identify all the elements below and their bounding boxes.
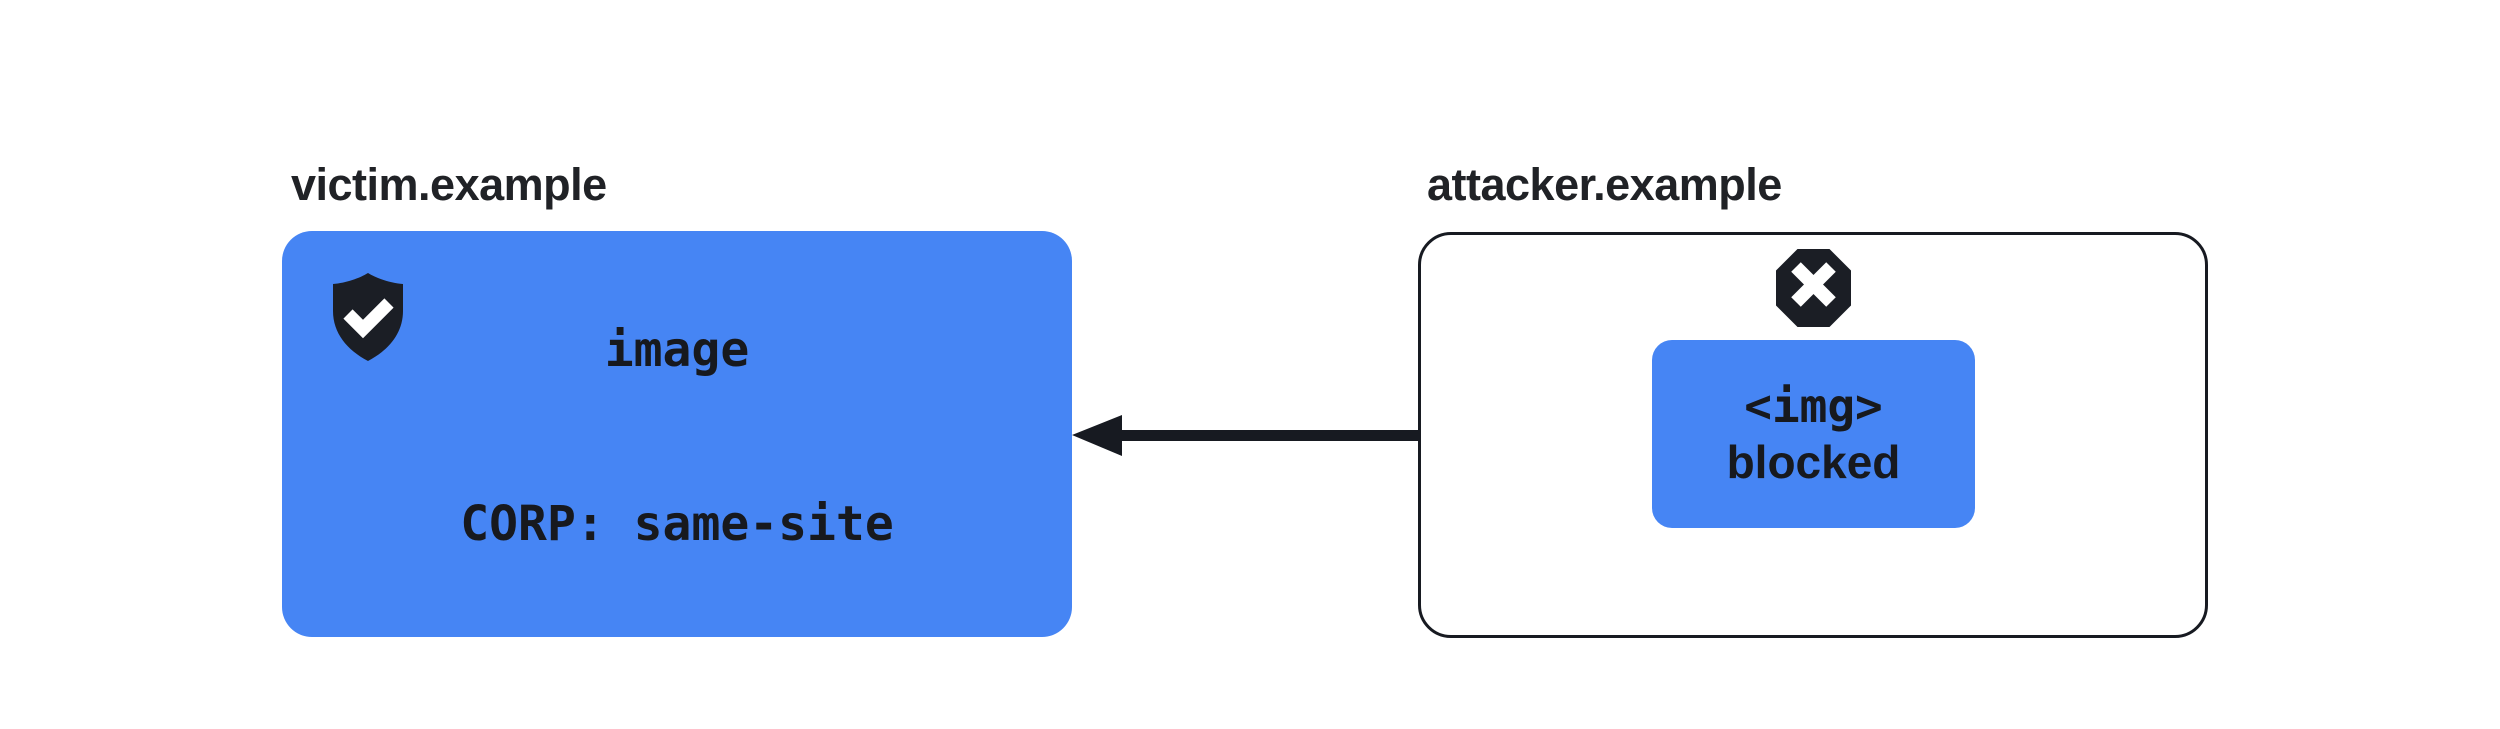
shield-check-icon: [333, 273, 403, 361]
corp-header-text: CORP: same-site: [460, 496, 894, 552]
victim-site-label: victim.example: [291, 159, 607, 210]
blocked-x-icon: [1776, 249, 1851, 327]
cross-origin-request-arrow: [1072, 415, 1652, 456]
arrow-shaft: [1118, 430, 1652, 441]
resource-name-text: image: [604, 322, 750, 378]
attacker-site-box: <img> blocked: [1418, 232, 2208, 638]
attacker-site-label: attacker.example: [1427, 159, 1782, 210]
victim-resource-text: image CORP: same-site: [460, 199, 893, 669]
blocked-request-box: <img> blocked: [1652, 340, 1975, 528]
arrow-head-icon: [1072, 415, 1122, 456]
img-tag-text: <img>: [1744, 379, 1883, 433]
blocked-status-text: blocked: [1726, 436, 1901, 488]
victim-resource-box: image CORP: same-site: [282, 231, 1072, 637]
